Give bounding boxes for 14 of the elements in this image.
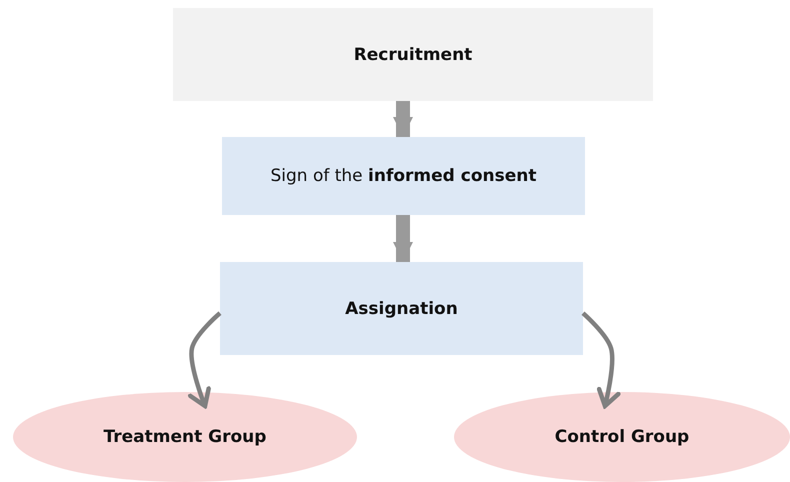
node-label: Sign of the informed consent xyxy=(270,166,537,186)
arrow xyxy=(393,101,413,137)
group-ellipse xyxy=(454,392,790,482)
process-box xyxy=(173,8,653,101)
node-label: Assignation xyxy=(345,298,458,318)
arrow xyxy=(393,215,413,262)
node-label: Treatment Group xyxy=(104,427,266,447)
arrow xyxy=(188,311,222,408)
arrow xyxy=(582,311,621,408)
node-label: Control Group xyxy=(554,427,690,447)
group-ellipse xyxy=(13,392,357,482)
node-label: Recruitment xyxy=(354,44,472,64)
process-box xyxy=(220,262,583,355)
process-box xyxy=(222,137,585,215)
